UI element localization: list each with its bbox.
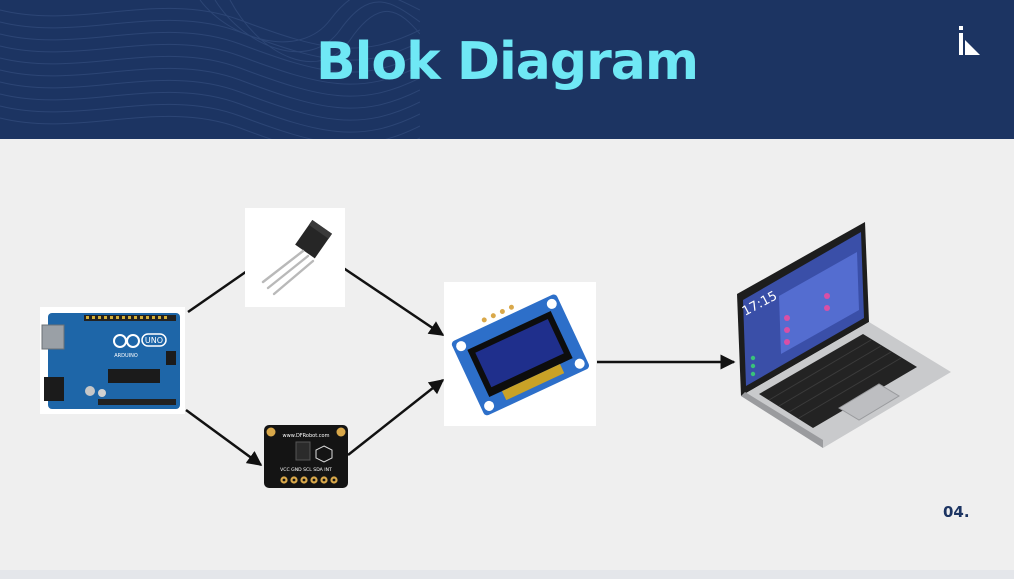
temperature-sensor-card [245,208,345,307]
temperature-sensor-icon [245,208,345,307]
dfrobot-sensor-card: www.DFRobot.com VCC GND SCL SDA INT [262,422,350,490]
slide-header: Blok Diagram [0,0,1014,139]
dfrobot-sensor-icon: www.DFRobot.com VCC GND SCL SDA INT [264,425,348,488]
brand-logo-icon [959,26,980,55]
dfrobot-pin-labels: VCC GND SCL SDA INT [280,467,332,473]
arrow-temp-sensor-to-oled [329,257,445,337]
oled-display-icon [444,282,596,426]
oled-display-card [444,282,596,426]
dfrobot-url-label: www.DFRobot.com [283,433,330,439]
footer-bar [0,570,1014,579]
decorative-wave-pattern [0,0,420,139]
arduino-uno-label: UNO [145,336,163,345]
arrow-arduino-to-dfrobot-sensor [185,408,263,467]
laptop-card: 17:15 [735,222,953,448]
arduino-uno-icon: UNO ARDUINO [40,307,185,414]
arrow-dfrobot-sensor-to-oled [347,379,445,456]
laptop-icon: 17:15 [737,222,951,448]
slide-title: Blok Diagram [315,32,699,92]
arduino-uno-card: UNO ARDUINO [40,307,185,414]
arduino-brand-label: ARDUINO [114,353,138,359]
page-number: 04. [943,503,970,521]
